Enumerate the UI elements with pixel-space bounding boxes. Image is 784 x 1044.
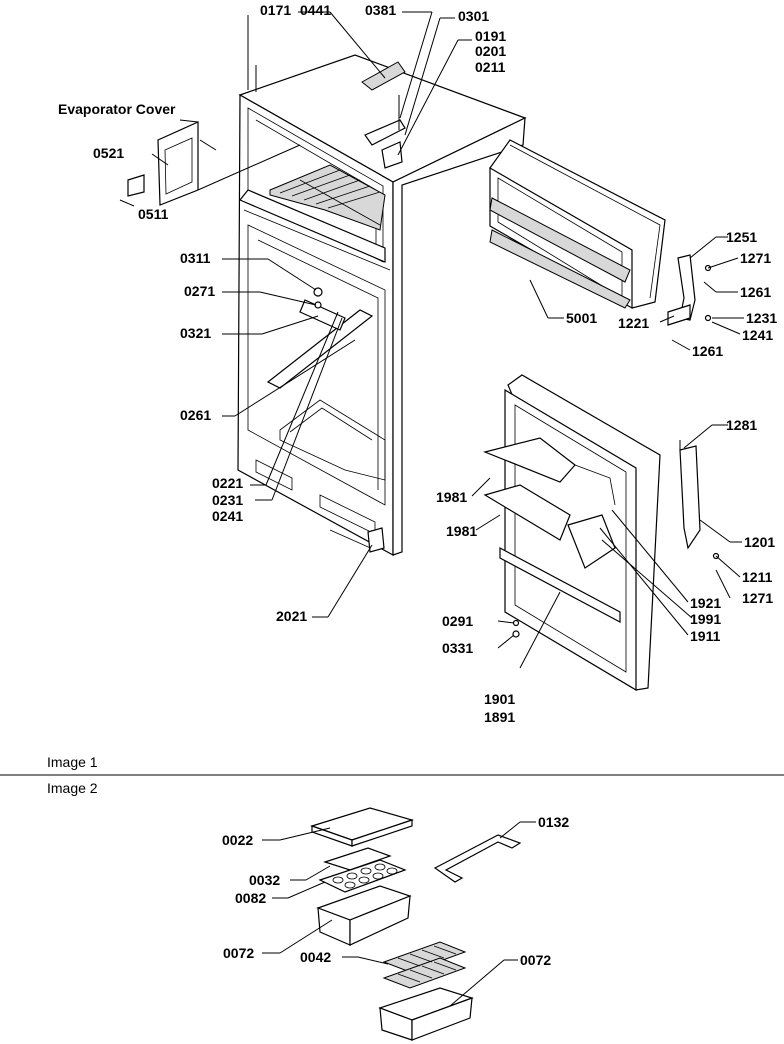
callout-1251: 1251 bbox=[726, 229, 757, 245]
evaporator-cover bbox=[119, 121, 301, 207]
freezer-door bbox=[489, 139, 666, 310]
accessories-assembly bbox=[310, 807, 522, 1041]
callout-0241: 0241 bbox=[212, 508, 243, 524]
leader-lines-image1 bbox=[151, 11, 744, 669]
callout-evaporator-cover: Evaporator Cover bbox=[58, 101, 176, 117]
upper-hinge-bracket bbox=[667, 254, 712, 326]
callout-0521: 0521 bbox=[93, 145, 124, 161]
callout-0221: 0221 bbox=[212, 475, 243, 491]
fresh-food-door bbox=[483, 374, 661, 692]
callout-0042: 0042 bbox=[300, 949, 331, 965]
callout-0511: 0511 bbox=[138, 206, 169, 222]
callout-0331: 0331 bbox=[442, 640, 473, 656]
lower-hinge-bracket bbox=[679, 440, 720, 560]
callout-2021: 2021 bbox=[276, 608, 307, 624]
callout-1911: 1911 bbox=[690, 628, 721, 644]
callout-0022: 0022 bbox=[222, 832, 253, 848]
callout-0211: 0211 bbox=[475, 59, 506, 75]
callout-1901: 1901 bbox=[484, 691, 515, 707]
leader-lines-image2 bbox=[262, 821, 536, 1007]
callout-1221: 1221 bbox=[618, 315, 649, 331]
callouts-image1: 0171 0441 0381 0301 0191 0201 0211 Evapo… bbox=[58, 2, 777, 725]
callout-1271-lower: 1271 bbox=[742, 590, 773, 606]
callout-1891: 1891 bbox=[484, 709, 515, 725]
callout-0032: 0032 bbox=[249, 872, 280, 888]
image1-caption: Image 1 bbox=[47, 754, 98, 770]
callout-0261: 0261 bbox=[180, 407, 211, 423]
callout-0311: 0311 bbox=[180, 250, 211, 266]
callout-0072-upper: 0072 bbox=[223, 945, 254, 961]
callout-1201: 1201 bbox=[744, 534, 775, 550]
callout-0072-lower: 0072 bbox=[520, 952, 551, 968]
callout-0171: 0171 bbox=[260, 2, 291, 18]
callout-0381: 0381 bbox=[365, 2, 396, 18]
callout-1241: 1241 bbox=[742, 327, 773, 343]
callout-1231: 1231 bbox=[746, 310, 777, 326]
callout-0271: 0271 bbox=[184, 283, 215, 299]
callout-1281: 1281 bbox=[726, 417, 757, 433]
callout-1991: 1991 bbox=[690, 611, 721, 627]
callout-1261-upper: 1261 bbox=[740, 284, 771, 300]
image2-caption: Image 2 bbox=[47, 780, 98, 796]
callouts-image2: 0022 0132 0032 0082 0072 0042 0072 bbox=[222, 814, 569, 968]
callout-1921: 1921 bbox=[690, 595, 721, 611]
callout-0441: 0441 bbox=[300, 2, 331, 18]
callout-0191: 0191 bbox=[475, 28, 506, 44]
callout-0291: 0291 bbox=[442, 613, 473, 629]
callout-0201: 0201 bbox=[475, 43, 506, 59]
callout-1981-lower: 1981 bbox=[446, 523, 477, 539]
cabinet-assembly bbox=[237, 54, 527, 557]
callout-0132: 0132 bbox=[538, 814, 569, 830]
callout-0301: 0301 bbox=[458, 8, 489, 24]
callout-1981-upper: 1981 bbox=[436, 489, 467, 505]
callout-5001: 5001 bbox=[566, 310, 597, 326]
callout-1211: 1211 bbox=[742, 569, 773, 585]
callout-1271-upper: 1271 bbox=[740, 250, 771, 266]
callout-0231: 0231 bbox=[212, 492, 243, 508]
callout-1261-lower: 1261 bbox=[692, 343, 723, 359]
callout-0082: 0082 bbox=[235, 890, 266, 906]
callout-0321: 0321 bbox=[180, 325, 211, 341]
